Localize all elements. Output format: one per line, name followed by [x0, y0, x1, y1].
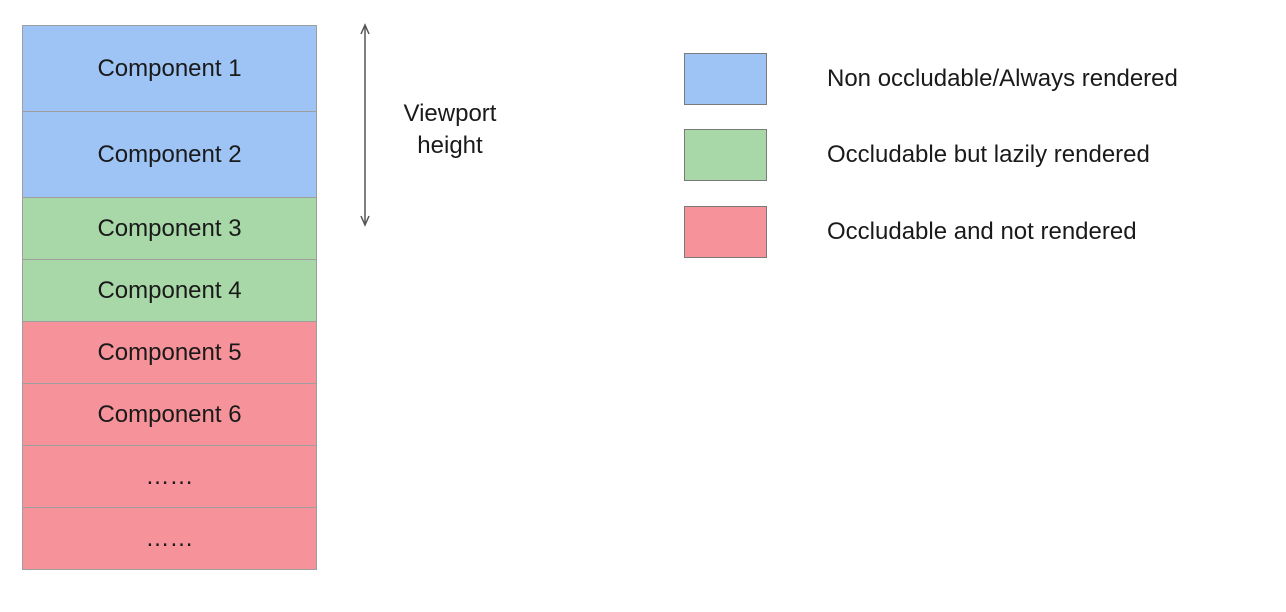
component-block-7: …… [23, 446, 316, 508]
legend-swatch-green [684, 129, 767, 181]
legend-item-lazy: Occludable but lazily rendered [684, 129, 1284, 182]
component-label: Component 6 [97, 400, 242, 428]
legend-label: Occludable but lazily rendered [827, 141, 1150, 168]
component-label: Component 3 [97, 214, 242, 242]
component-block-1: Component 1 [23, 26, 316, 112]
viewport-height-arrow-icon [360, 23, 370, 227]
component-label: Component 4 [97, 276, 242, 304]
component-label: Component 2 [97, 140, 242, 168]
component-block-3: Component 3 [23, 198, 316, 260]
viewport-label-line1: Viewport [403, 100, 497, 127]
component-block-5: Component 5 [23, 322, 316, 384]
legend-swatch-red [684, 206, 767, 258]
component-block-8: …… [23, 508, 316, 569]
component-label: Component 5 [97, 338, 242, 366]
legend-item-not-rendered: Occludable and not rendered [684, 206, 1284, 259]
component-block-4: Component 4 [23, 260, 316, 322]
component-label: …… [145, 524, 194, 552]
legend-swatch-blue [684, 53, 767, 105]
component-stack: Component 1 Component 2 Component 3 Comp… [22, 25, 317, 570]
legend-label: Non occludable/Always rendered [827, 65, 1178, 92]
legend-item-non-occludable: Non occludable/Always rendered [684, 53, 1284, 106]
component-label: Component 1 [97, 54, 242, 82]
component-block-6: Component 6 [23, 384, 316, 446]
component-block-2: Component 2 [23, 112, 316, 198]
legend-label: Occludable and not rendered [827, 218, 1137, 245]
component-label: …… [145, 462, 194, 490]
viewport-label-line2: height [417, 132, 483, 159]
viewport-height-label: Viewport height [380, 98, 520, 162]
